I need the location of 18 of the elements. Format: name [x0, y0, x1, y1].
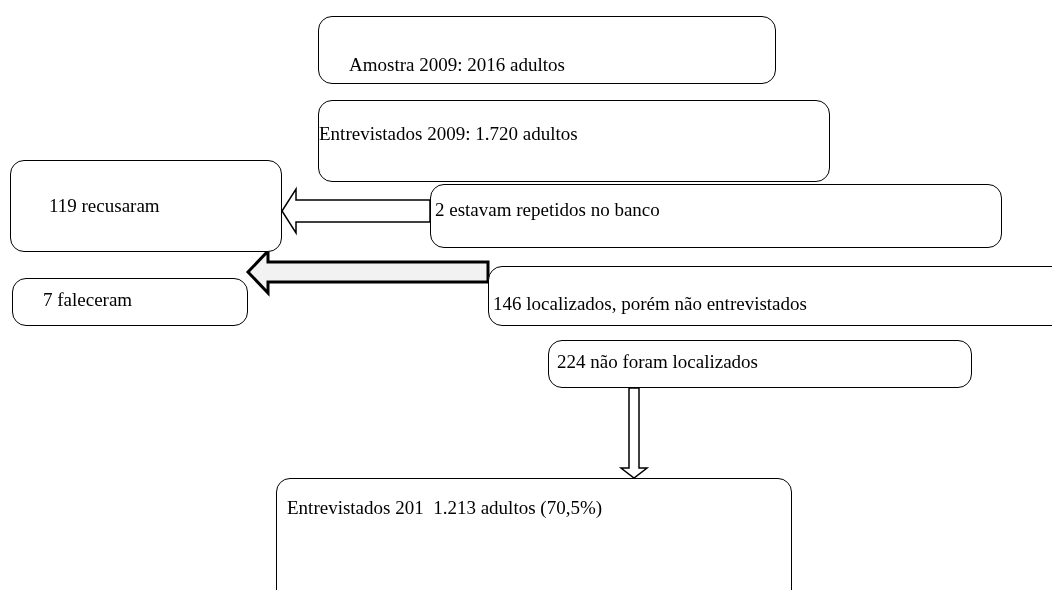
box-text: 7 faleceram	[43, 289, 133, 311]
box-text: Amostra 2009: 2016 adultos	[349, 54, 565, 76]
box-text: 146 localizados, porém não entrevistados	[493, 293, 807, 315]
process-box	[318, 100, 830, 182]
process-box	[488, 266, 1052, 326]
process-box	[430, 184, 1002, 248]
process-box	[276, 478, 792, 590]
box-text: Entrevistados 201 1.213 adultos (70,5%)	[287, 497, 603, 519]
box-text: 2 estavam repetidos no banco	[435, 199, 660, 221]
box-text: 224 não foram localizados	[557, 351, 758, 373]
process-box	[318, 16, 776, 84]
process-box	[548, 340, 972, 388]
block-arrow	[618, 387, 650, 479]
process-box	[12, 278, 248, 326]
block-arrow	[281, 186, 431, 236]
box-text: Entrevistados 2009: 1.720 adultos	[319, 123, 578, 145]
process-box	[10, 160, 282, 252]
box-text: 119 recusaram	[49, 195, 160, 217]
